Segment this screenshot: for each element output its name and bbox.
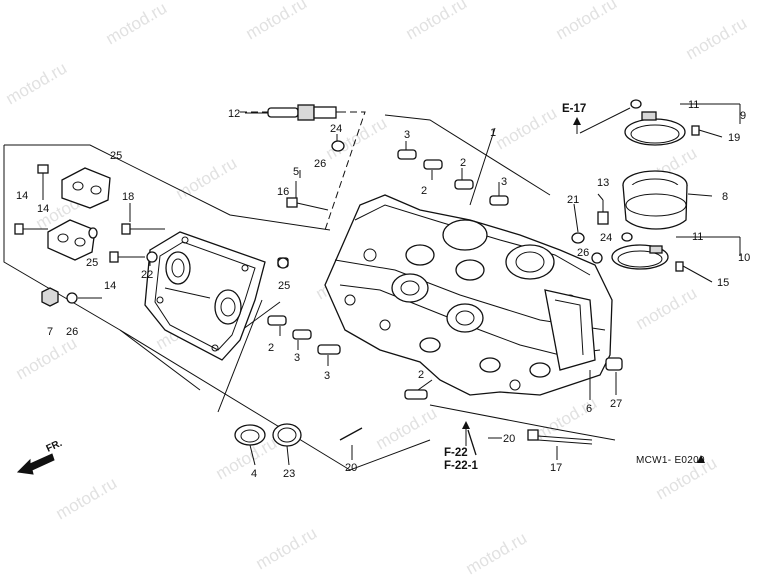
watermark: motod.ru	[173, 153, 241, 203]
diagram-code: MCW1- E0200	[636, 455, 705, 466]
watermark: motod.ru	[493, 103, 561, 153]
arrow-icon	[16, 453, 55, 475]
callout-25: 25	[278, 280, 290, 292]
watermark: motod.ru	[633, 283, 701, 333]
callout-27: 27	[610, 398, 622, 410]
bolts	[14, 125, 723, 456]
callout-24: 24	[600, 232, 612, 244]
front-arrow: FR.	[16, 438, 64, 475]
callout-1: 1	[490, 127, 496, 139]
dowel-pins	[267, 149, 623, 400]
callout-3: 3	[404, 129, 410, 141]
callout-3: 3	[501, 176, 507, 188]
ref-e17: E-17	[562, 103, 586, 115]
watermark: motod.ru	[323, 113, 391, 163]
ref-f22: F-22	[444, 447, 468, 459]
callout-22: 22	[141, 269, 153, 281]
callout-24: 24	[330, 123, 342, 135]
watermark: motod.ru	[373, 403, 441, 453]
callout-26: 26	[314, 158, 326, 170]
callout-20: 20	[503, 433, 515, 445]
leader-lines	[42, 103, 741, 466]
callout-21: 21	[567, 194, 579, 206]
callout-26: 26	[66, 326, 78, 338]
callout-25: 25	[86, 257, 98, 269]
callout-11: 11	[688, 99, 699, 111]
callout-18: 18	[122, 191, 134, 203]
callout-20: 20	[345, 462, 357, 474]
watermark: motod.ru	[683, 13, 751, 63]
callout-2: 2	[460, 157, 466, 169]
callout-numbers: 1 2 2 2 2 3 3 3 3 4 5 6 7 8 9 10 11 11 1…	[16, 99, 750, 480]
seals	[234, 423, 302, 447]
page-references: E-17 F-22 F-22-1	[444, 103, 586, 472]
callout-19: 19	[728, 132, 740, 144]
callout-8: 8	[722, 191, 728, 203]
head-side-cover	[144, 231, 266, 361]
callout-13: 13	[597, 177, 609, 189]
callout-3: 3	[294, 352, 300, 364]
callout-10: 10	[738, 252, 750, 264]
callout-9: 9	[740, 110, 746, 122]
callout-14: 14	[16, 190, 28, 202]
ref-e17-arrow-icon	[573, 117, 581, 125]
callout-14: 14	[37, 203, 49, 215]
watermark: motod.ru	[253, 523, 321, 573]
callout-26: 26	[577, 247, 589, 259]
spark-plug	[267, 104, 342, 121]
callout-5: 5	[293, 166, 299, 178]
watermark: motod.ru	[243, 0, 311, 43]
callout-25: 25	[110, 150, 122, 162]
callout-12: 12	[228, 108, 240, 120]
watermark: motod.ru	[553, 0, 621, 43]
callout-17: 17	[550, 462, 562, 474]
watermark: motod.ru	[403, 0, 471, 43]
callout-23: 23	[283, 468, 295, 480]
assembly-outline	[3, 111, 616, 471]
callout-2: 2	[421, 185, 427, 197]
code-triangle-icon	[697, 455, 705, 463]
cam-holders	[47, 167, 111, 261]
cylinder-head	[324, 194, 613, 396]
callout-15: 15	[717, 277, 729, 289]
intake-insulator	[611, 111, 688, 270]
callout-6: 6	[586, 403, 592, 415]
callout-3: 3	[324, 370, 330, 382]
callout-11: 11	[692, 231, 703, 243]
ref-f22-arrow-icon	[462, 421, 470, 429]
callout-14: 14	[104, 280, 116, 292]
callout-7: 7	[47, 326, 53, 338]
watermark: motod.ru	[53, 473, 121, 523]
callout-2: 2	[268, 342, 274, 354]
washers	[41, 99, 642, 307]
watermark: motod.ru	[103, 0, 171, 48]
watermark: motod.ru	[3, 58, 71, 108]
callout-16: 16	[277, 186, 289, 198]
ref-f22-1: F-22-1	[444, 460, 478, 472]
front-label: FR.	[45, 438, 64, 455]
callout-4: 4	[251, 468, 257, 480]
callout-2: 2	[418, 369, 424, 381]
watermark: motod.ru	[13, 333, 81, 383]
watermark: motod.ru	[463, 528, 531, 576]
